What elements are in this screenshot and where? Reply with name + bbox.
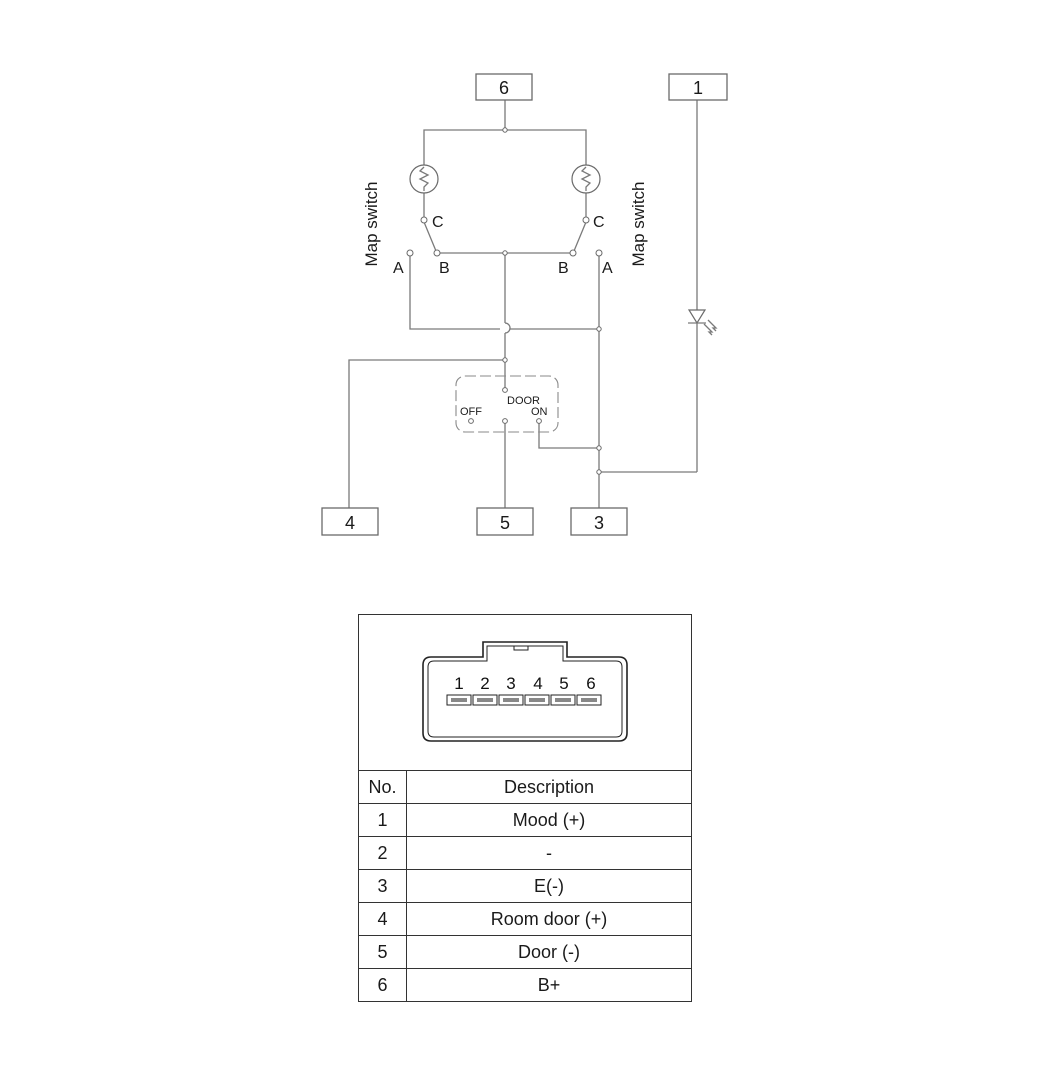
contact-points	[406, 216, 603, 257]
contact-b-left: B	[439, 260, 450, 277]
contact-a-right: A	[602, 260, 613, 277]
connector-icon	[422, 641, 628, 742]
svg-text:1: 1	[693, 78, 703, 98]
pin-number: 4	[359, 902, 407, 936]
table-row: 4 Room door (+)	[359, 902, 691, 936]
svg-text:5: 5	[500, 513, 510, 533]
pin-description: E(-)	[406, 869, 691, 903]
pin-description: B+	[406, 968, 691, 1001]
table-row: 6 B+	[359, 968, 691, 1001]
contact-c-left: C	[432, 214, 444, 231]
svg-text:3: 3	[594, 513, 604, 533]
pin-description: -	[406, 836, 691, 870]
door-switch-on-label: ON	[531, 406, 548, 418]
connector-pin-label: 6	[586, 674, 595, 693]
svg-text:6: 6	[499, 78, 509, 98]
pin-number: 6	[359, 968, 407, 1001]
door-switch: DOOR OFF ON	[455, 375, 559, 433]
door-switch-door-label: DOOR	[507, 395, 540, 407]
terminal-6: 6	[475, 73, 533, 101]
contact-c-right: C	[593, 214, 605, 231]
connector-pin-table: 1 2 3 4 5 6	[358, 614, 692, 1002]
door-switch-off-label: OFF	[460, 406, 482, 418]
table-row: 2 -	[359, 836, 691, 870]
led-icon	[687, 309, 718, 336]
pin-number: 5	[359, 935, 407, 969]
svg-text:4: 4	[345, 513, 355, 533]
table-row: 1 Mood (+)	[359, 803, 691, 837]
terminal-4: 4	[321, 507, 379, 536]
pin-description: Door (-)	[406, 935, 691, 969]
wiring-schematic: C C A B B A Map switch Map switch DOOR O…	[321, 73, 728, 536]
connector-pin-label: 5	[559, 674, 568, 693]
pin-description: Mood (+)	[406, 803, 691, 837]
connector-pin-label: 3	[506, 674, 515, 693]
pin-number: 3	[359, 869, 407, 903]
connector-pin-label: 2	[480, 674, 489, 693]
table-row: 3 E(-)	[359, 869, 691, 903]
lamp-right-icon	[571, 164, 601, 194]
pin-description: Room door (+)	[406, 902, 691, 936]
connector-pins: 1 2 3 4 5 6	[446, 674, 602, 706]
pin-number: 2	[359, 836, 407, 870]
connector-pin-label: 1	[454, 674, 463, 693]
terminal-5: 5	[476, 507, 534, 536]
junction-dots	[502, 127, 602, 475]
map-switch-label-right: Map switch	[629, 181, 648, 266]
pin-description-table: No. Description 1 Mood (+) 2 - 3 E(-) 4 …	[359, 771, 691, 1001]
contact-a-left: A	[393, 260, 404, 277]
connector-diagram: 1 2 3 4 5 6	[359, 615, 691, 771]
map-switch-label-left: Map switch	[362, 181, 381, 266]
header-no: No.	[359, 771, 407, 804]
header-description: Description	[503, 776, 595, 797]
contact-b-right: B	[558, 260, 569, 277]
terminal-1: 1	[668, 73, 728, 101]
table-header-row: No. Description	[359, 771, 691, 804]
table-row: 5 Door (-)	[359, 935, 691, 969]
wires	[348, 100, 698, 508]
lamp-left-icon	[409, 164, 439, 194]
connector-pin-label: 4	[533, 674, 542, 693]
pin-number: 1	[359, 803, 407, 837]
terminal-3: 3	[570, 507, 628, 536]
